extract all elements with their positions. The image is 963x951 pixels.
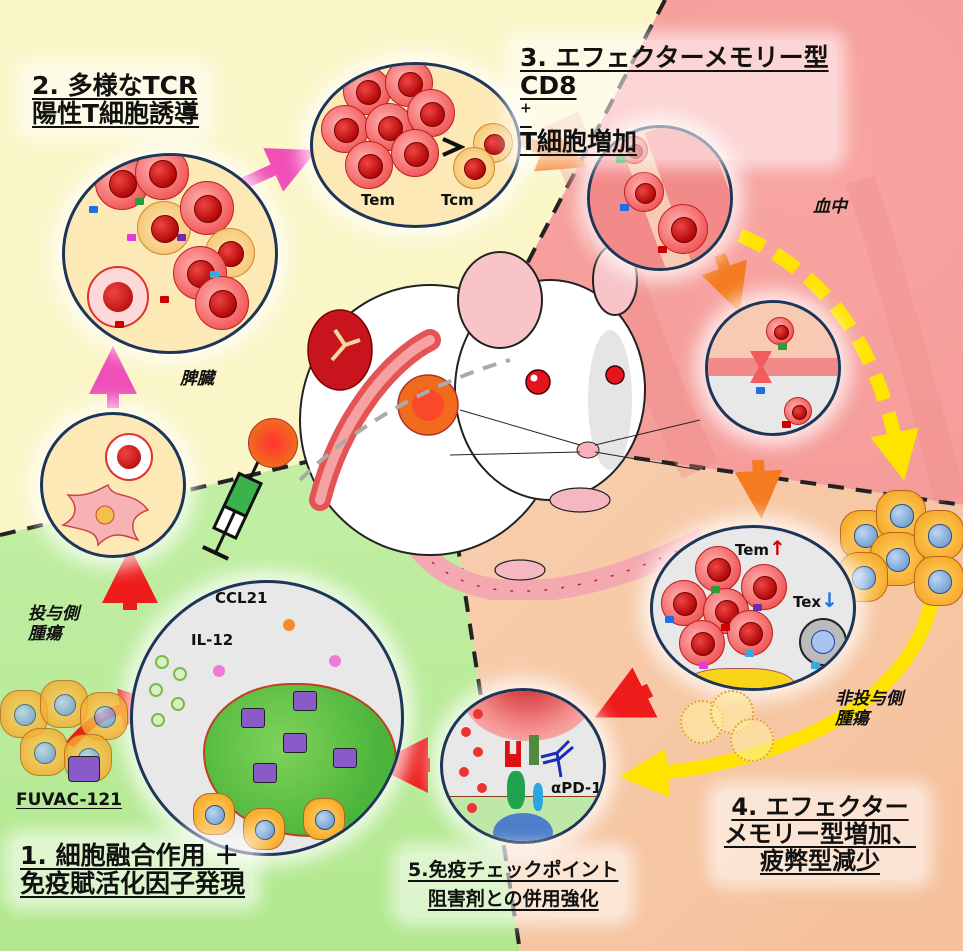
circle-checkpoint-inhibitor: αPD-1 (440, 688, 606, 844)
step3-title: 3. エフェクターメモリー型 CD8+T細胞増加 (512, 40, 837, 160)
exhausted-t-cell (799, 618, 847, 666)
vaccine-chip (333, 748, 357, 768)
il12-label: IL-12 (191, 631, 234, 649)
flank-tumor (248, 418, 298, 468)
spleen-label: 脾臓 (180, 369, 214, 389)
naive-t-cell (87, 266, 149, 328)
tem-label: Tem (361, 191, 396, 209)
circle-tem-tex: Tem↑ Tex↓ (650, 525, 856, 691)
step2-title: 2. 多様なTCR 陽性T細胞誘導 (24, 68, 208, 132)
vaccine-chip (253, 763, 277, 783)
dendritic-cell (60, 483, 150, 547)
noninjected-tumor-label: 非投与側 腫瘍 (835, 689, 903, 729)
injected-tumor-cluster (0, 680, 140, 790)
blood-label: 血中 (813, 197, 847, 217)
tcm-label: Tcm (441, 191, 474, 209)
tex-down-label: Tex↓ (793, 588, 838, 612)
antibody-label: αPD-1 (551, 779, 602, 797)
pdl1 (529, 735, 539, 765)
syringe-icon (201, 461, 264, 561)
vaccine-icon (68, 756, 100, 782)
mouse-illustration (298, 244, 700, 600)
circle-extravasation (705, 300, 841, 436)
lysed-tumor-cluster (680, 690, 780, 762)
step5-title: 5.免疫チェックポイント 阻害剤との併用強化 (400, 852, 627, 917)
vaccine-chip (283, 733, 307, 753)
vaccine-chip (293, 691, 317, 711)
step4-title: 4. エフェクター メモリー型増加、 疲弊型減少 (716, 790, 924, 879)
vaccine-chip (241, 708, 265, 728)
circle-fusion-tumor: CCL21 IL-12 (130, 580, 404, 856)
tem-up-label: Tem↑ (735, 536, 786, 560)
circle-antigen-presentation (40, 412, 186, 558)
ccl21-label: CCL21 (215, 589, 268, 607)
circle-tem-tcm: Tem Tcm (310, 62, 521, 228)
step1-title: 1. 細胞融合作用 ＋ 免疫賦活化因子発現 (12, 838, 254, 902)
circle-tcell-induction (62, 153, 278, 354)
noninjected-tumor-cluster (830, 490, 963, 610)
pd1-receptor (505, 741, 521, 767)
vaccine-label: FUVAC-121 (16, 790, 122, 810)
antibody-icon (540, 739, 574, 778)
injected-tumor-label: 投与側 腫瘍 (28, 604, 79, 644)
t-cell (105, 433, 153, 481)
